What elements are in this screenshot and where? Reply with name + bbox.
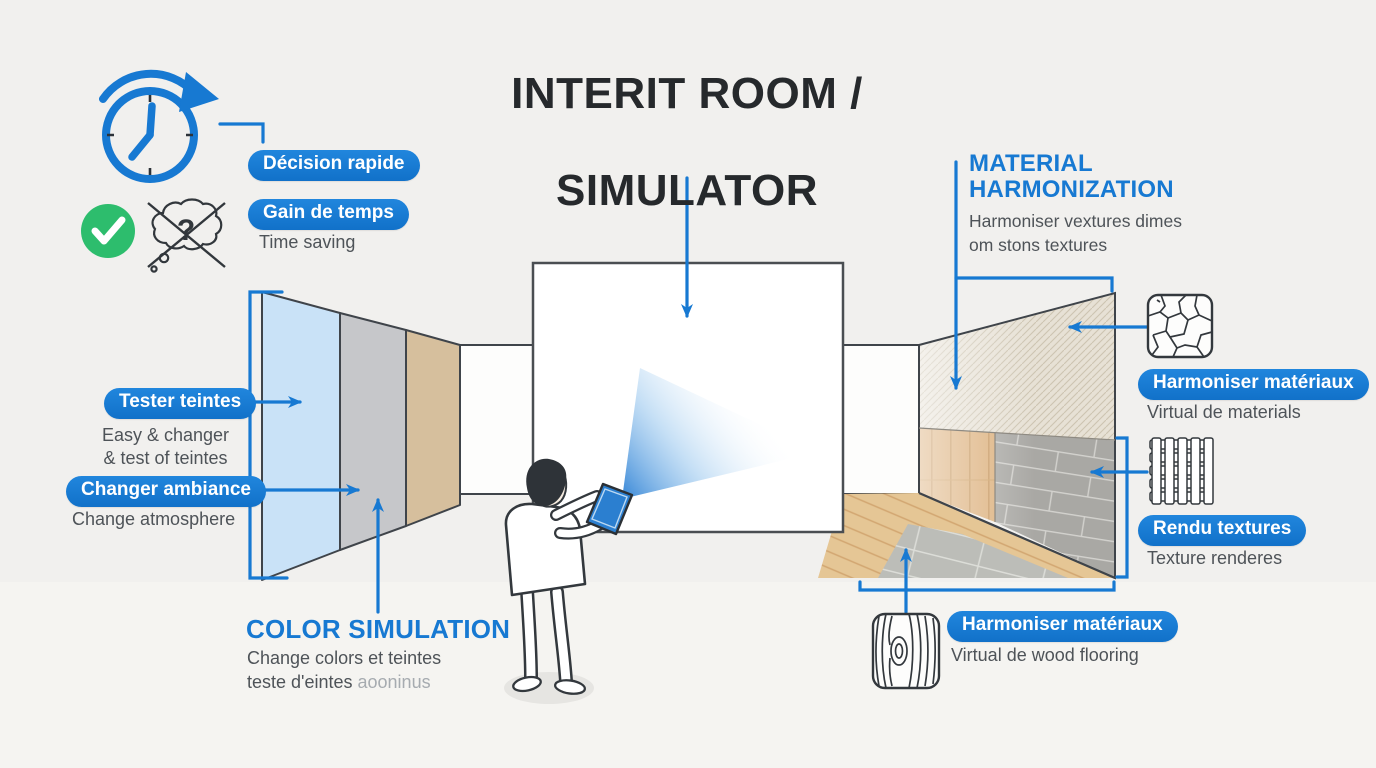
- crossed-thought-bubble-icon: ?: [147, 198, 226, 273]
- tester-teintes-badge: Tester teintes: [104, 388, 257, 419]
- right-wall-bracket: [1115, 436, 1129, 579]
- decision-badge: Décision rapide: [248, 150, 420, 181]
- mh-connector-line: [954, 276, 1114, 293]
- left-wall-bracket: [248, 290, 289, 580]
- cs-caption-line1: Change colors et teintes: [247, 648, 442, 668]
- color-simulation-heading: COLOR SIMULATION: [246, 614, 511, 644]
- left-wall: [261, 291, 461, 581]
- floor-bracket: [858, 580, 1116, 592]
- mh-heading-line2: HARMONIZATION: [969, 176, 1174, 204]
- rendu-textures-badge: Rendu textures: [1138, 515, 1307, 546]
- page-title: INTERIT ROOM / SIMULATOR: [357, 69, 1017, 215]
- front-floor: [0, 582, 1376, 768]
- wood-grain-icon: [871, 612, 941, 690]
- materials-caption: Virtual de materials: [1147, 402, 1301, 422]
- mh-caption-line2: om stons textures: [969, 234, 1108, 255]
- left-wall-panel-blue: [261, 291, 341, 581]
- time-caption: Time saving: [259, 232, 356, 252]
- flooring-caption: Virtual de wood flooring: [951, 645, 1139, 665]
- cs-caption-line2: teste d'eintes aooninus: [247, 670, 441, 694]
- ambiance-caption: Change atmosphere: [72, 509, 236, 529]
- changer-ambiance-badge: Changer ambiance: [66, 476, 266, 507]
- page-title-line2: SIMULATOR: [556, 165, 818, 215]
- flooring-badge: Harmoniser matériaux: [947, 611, 1178, 642]
- light-beam: [622, 368, 818, 499]
- harmoniser-materiaux-badge: Harmoniser matériaux: [1138, 369, 1369, 400]
- page-title-line1: INTERIT ROOM /: [511, 69, 863, 118]
- cs-caption-line2-faded: aooninus: [357, 672, 431, 693]
- color-simulation-caption: Change colors et teintes teste d'eintes …: [247, 646, 441, 695]
- tile-floor: [878, 524, 1068, 578]
- right-wall: [918, 291, 1116, 580]
- mh-caption-line1: Harmoniser vextures dimes: [969, 211, 1182, 231]
- left-wall-panel-tan: [405, 329, 461, 527]
- material-harmonization-caption: Harmoniser vextures dimes om stons textu…: [969, 210, 1182, 257]
- person-figure: [504, 458, 634, 704]
- fabric-texture-icon: [1149, 437, 1214, 505]
- clock-history-icon: [96, 65, 219, 183]
- tester-caption: Easy & changer & test of teintes: [83, 424, 248, 469]
- stone-texture-icon: [1146, 293, 1214, 359]
- textures-caption: Texture renderes: [1147, 548, 1283, 568]
- left-wall-panel-gray: [339, 312, 407, 551]
- cs-caption-line2-dark: teste d'eintes: [247, 672, 358, 693]
- question-mark: ?: [177, 214, 195, 247]
- clock-connector: [218, 122, 265, 144]
- mh-heading-line1: MATERIAL: [969, 150, 1093, 177]
- tester-caption-line1: Easy & changer: [101, 425, 230, 445]
- time-badge: Gain de temps: [248, 199, 409, 230]
- check-circle-icon: [81, 204, 135, 258]
- tester-caption-line2: & test of teintes: [103, 447, 228, 468]
- material-harmonization-heading: MATERIAL HARMONIZATION: [969, 150, 1174, 204]
